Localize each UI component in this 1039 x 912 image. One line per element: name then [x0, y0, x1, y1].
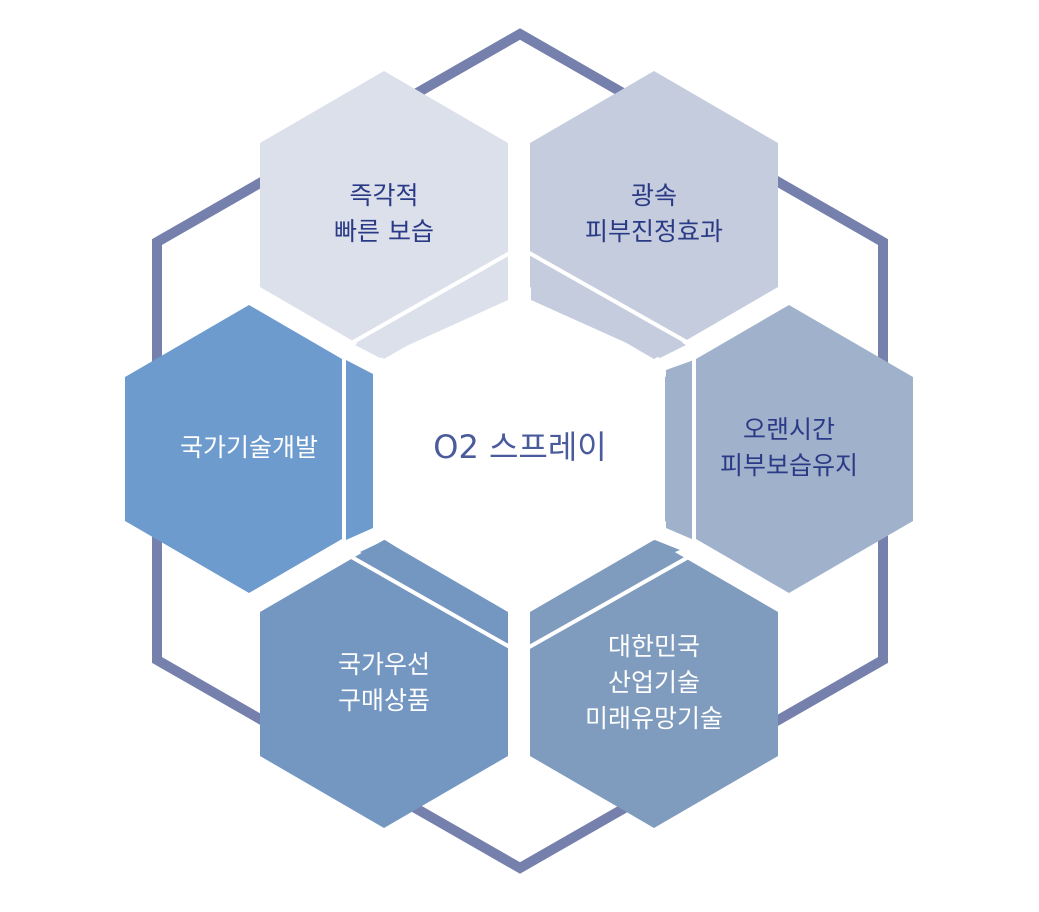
- hexagon-left: [125, 305, 373, 593]
- hexagon-left-label-line: 국가기술개발: [180, 433, 318, 462]
- outer-hexagon-frame: [152, 28, 888, 874]
- hexagon-bottom-right-label-line: 대한민국: [608, 632, 700, 661]
- hexagon-bottom-right-label-line: 미래유망기술: [585, 704, 723, 733]
- hexagon-top-left-label-line: 빠른 보습: [334, 217, 434, 246]
- center-label: O2 스프레이: [433, 428, 606, 466]
- hexagon-bottom-left-label-line: 국가우선: [338, 650, 430, 679]
- hexagon-bottom-left-label-line: 구매상품: [338, 686, 430, 715]
- hexagon-top-right-label-line: 광속: [631, 181, 677, 210]
- center-hexagon: [350, 268, 690, 632]
- hexagon-right-label-line: 피부보습유지: [720, 451, 858, 480]
- hexagon-top-right-label-line: 피부진정효과: [585, 217, 723, 246]
- hexagon-top-left-label-line: 즉각적: [349, 181, 418, 210]
- hexagon-right: [665, 305, 913, 593]
- separator-lines: [342, 248, 696, 652]
- hexagon-bottom-right-label-line: 산업기술: [608, 668, 700, 697]
- hexagon-right-label-line: 오랜시간: [743, 415, 835, 444]
